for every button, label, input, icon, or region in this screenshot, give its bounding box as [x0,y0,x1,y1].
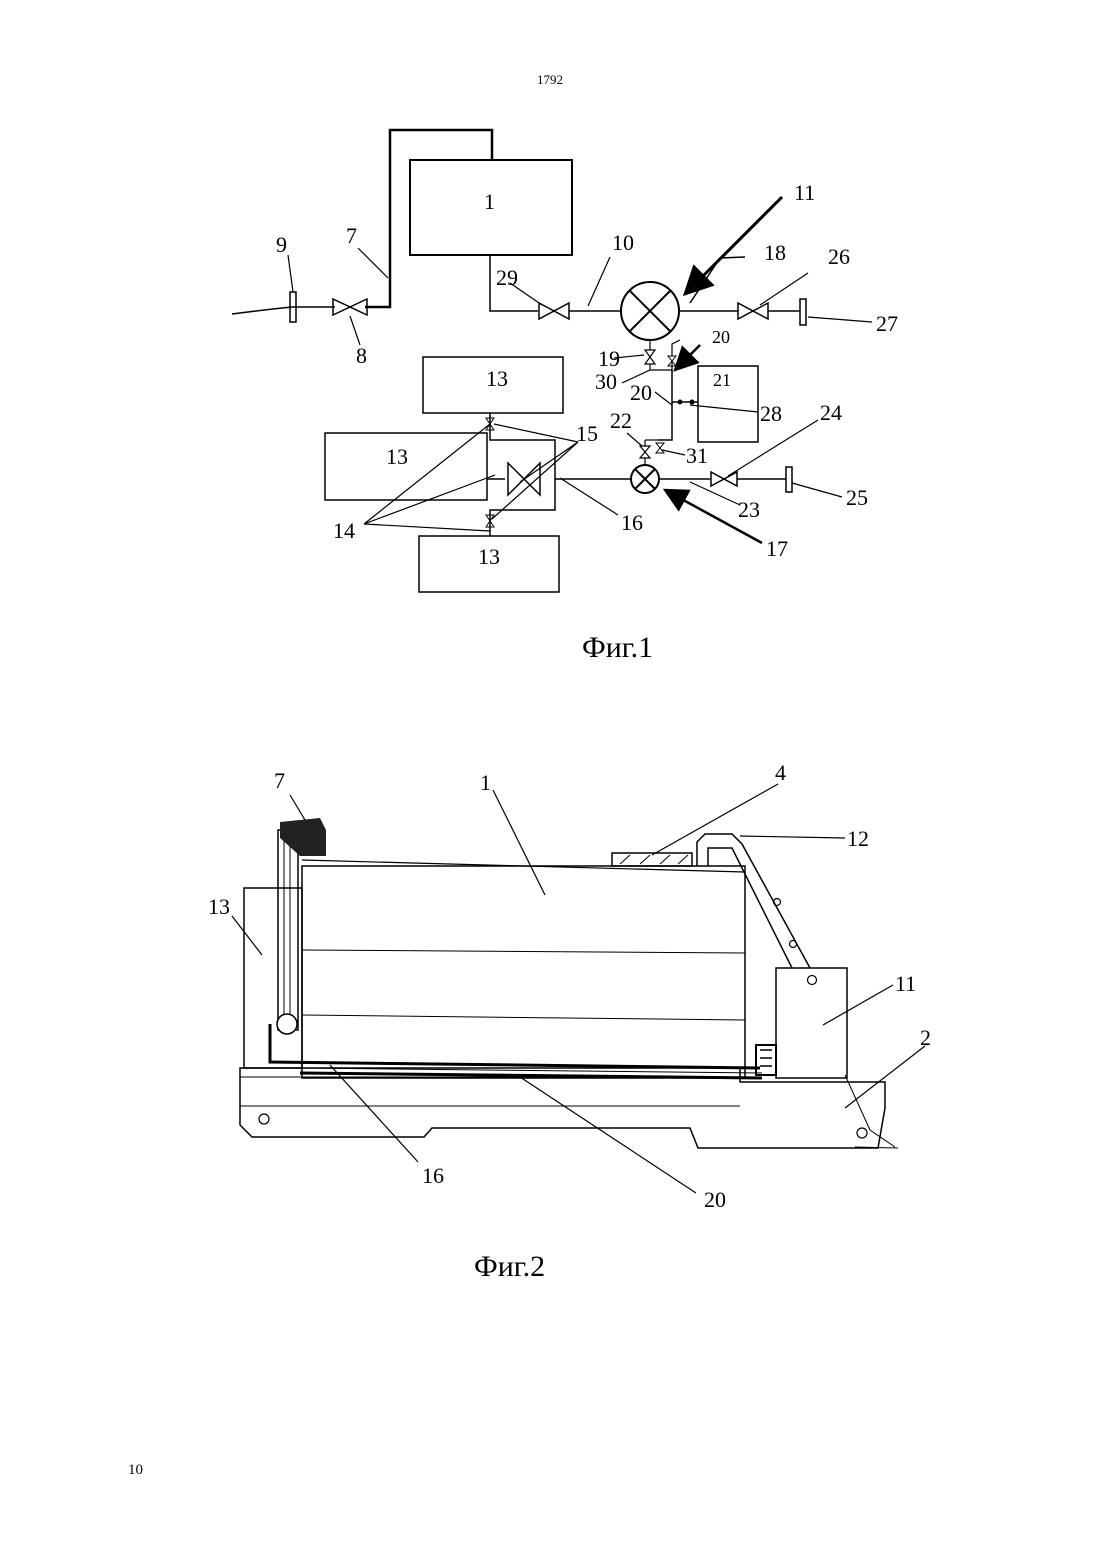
fig1-label-9: 9 [276,232,287,257]
fig1-valve-22 [640,446,650,458]
page-number: 10 [128,1462,143,1479]
fig2-label-13: 13 [208,894,230,919]
fig2-block-13 [244,888,302,1068]
fig2-label-20: 20 [704,1187,726,1212]
fig1-label-15: 15 [576,421,598,446]
fig1-flange-25 [786,467,792,492]
fig1-label-18: 18 [764,240,786,265]
fig1-manifold [490,413,555,536]
fig2-caption: Фиг.2 [474,1250,545,1283]
fig1-label-11: 11 [794,180,815,205]
fig1-label-21: 21 [713,370,731,390]
fig2-label-2: 2 [920,1025,931,1050]
fig2-label-16: 16 [422,1163,444,1188]
figure-1-schematic: 1 7 9 8 10 29 11 18 26 27 20 19 30 13 21… [232,130,898,664]
fig1-label-7: 7 [346,223,357,248]
fig2-pipe-16 [270,1024,760,1068]
fig1-valve-8 [333,299,367,315]
fig1-label-23: 23 [738,497,760,522]
fig1-pump-11 [621,282,679,340]
fig1-pipe-7 [365,130,492,307]
fig1-label-8: 8 [356,343,367,368]
fig1-inlet-pipe [232,307,335,314]
fig2-label-4: 4 [775,760,786,785]
figure-2-assembly: 7 1 4 12 13 11 2 16 20 Фиг.2 [208,760,931,1283]
fig1-valve-29 [539,303,569,319]
fig2-label-1: 1 [480,770,491,795]
fig1-flange-27 [800,299,806,325]
fig1-label-1: 1 [484,189,495,214]
fig2-tank-1 [302,866,745,1078]
fig1-label-19: 19 [598,346,620,371]
fig1-label-24: 24 [820,400,842,425]
fig1-label-22: 22 [610,408,632,433]
fig2-connector [756,1045,776,1075]
fig1-label-14: 14 [333,518,355,543]
fig1-valve-24 [711,472,737,486]
fig2-label-11: 11 [895,971,916,996]
fig2-label-12: 12 [847,826,869,851]
fig1-label-20-mid: 20 [630,380,652,405]
fig1-line-20 [658,370,672,440]
fig1-label-20-top: 20 [712,327,730,347]
fig1-label-28: 28 [760,401,782,426]
fig1-label-26: 26 [828,244,850,269]
fig1-label-13-middle: 13 [386,444,408,469]
fig1-label-31: 31 [686,443,708,468]
fig1-valve-26 [738,303,768,319]
fig1-label-13-bottom: 13 [478,544,500,569]
fig1-label-16: 16 [621,510,643,535]
fig1-label-29: 29 [496,265,518,290]
fig1-caption: Фиг.1 [582,631,653,664]
fig1-label-27: 27 [876,311,898,336]
fig1-label-25: 25 [846,485,868,510]
fig2-label-7: 7 [274,768,285,793]
fig1-label-13-top: 13 [486,366,508,391]
fig1-valve-31 [656,443,664,453]
fig1-label-17: 17 [766,536,788,561]
fig2-base-2 [240,1068,885,1148]
fig1-label-30: 30 [595,369,617,394]
fig1-pump-17 [631,465,659,493]
fig1-label-10: 10 [612,230,634,255]
fig1-valve-19 [645,350,655,364]
